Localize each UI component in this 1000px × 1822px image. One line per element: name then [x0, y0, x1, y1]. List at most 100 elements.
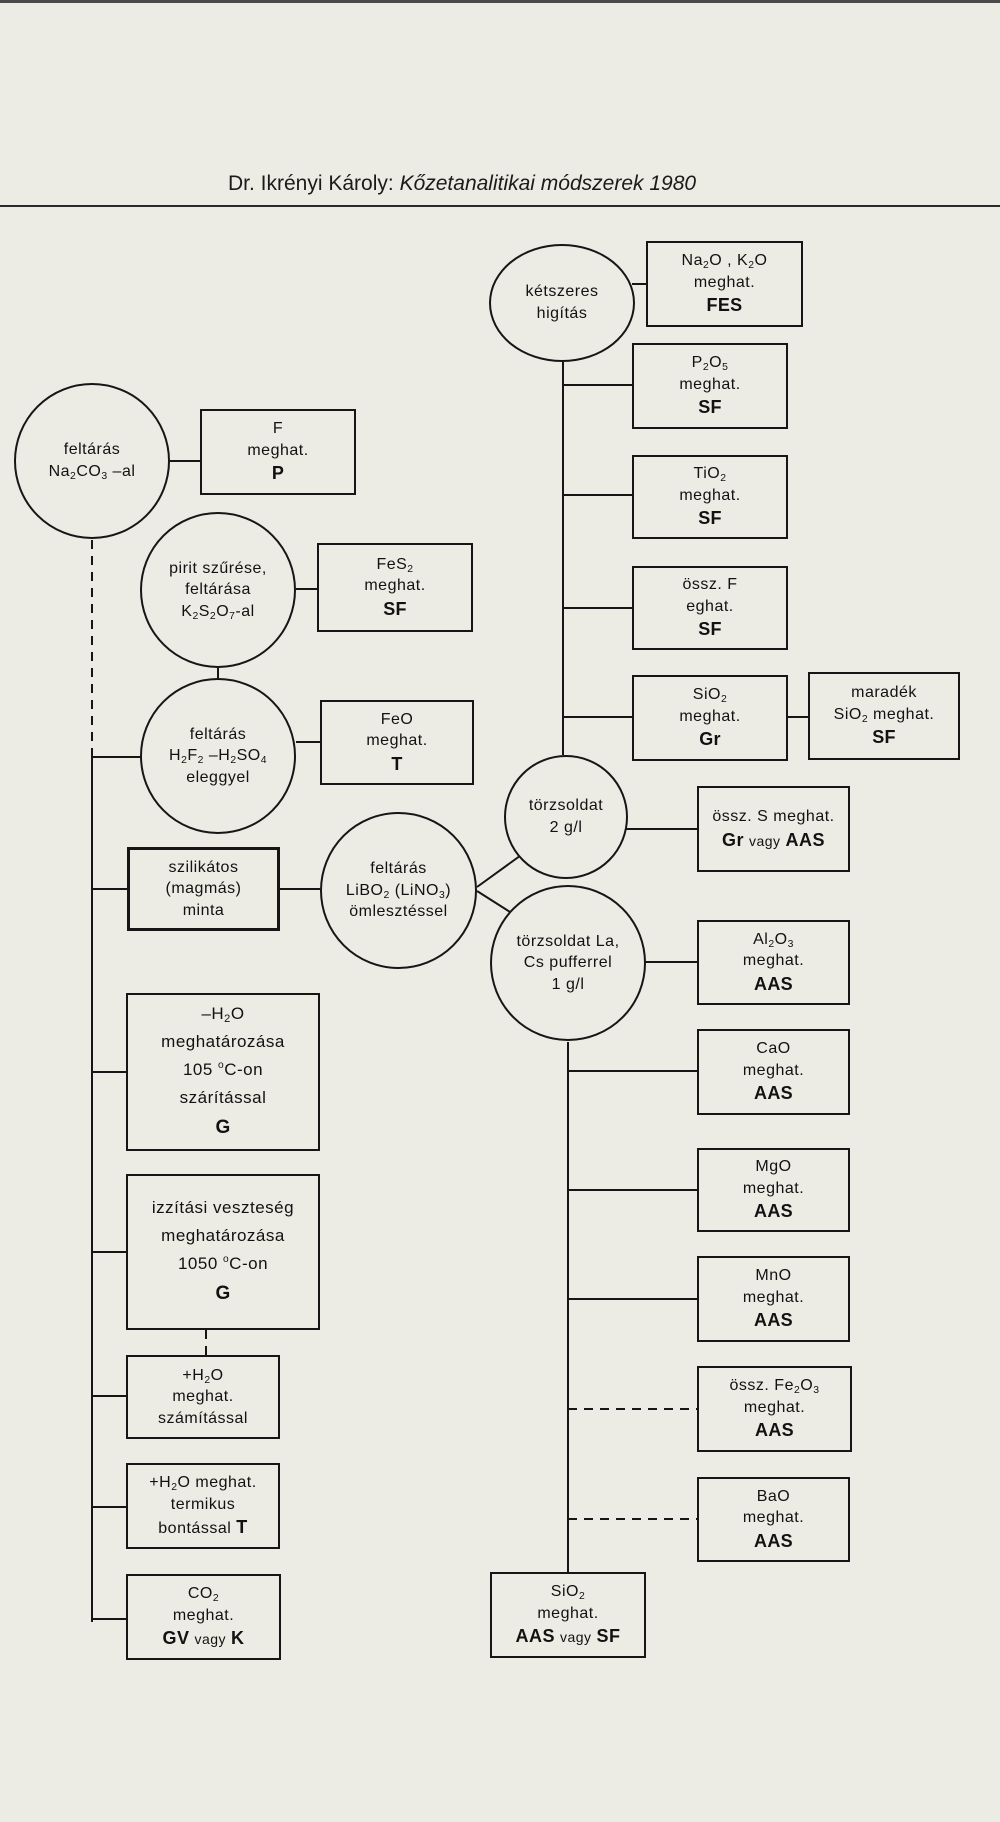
node-text-line: össz. Fe2O3 — [729, 1377, 820, 1397]
node-text-line: meghat. — [537, 1604, 599, 1622]
node-h2o-plus-termikus: +H2O meghat.termikus bontással T — [126, 1463, 280, 1549]
node-text-line: –H2O — [201, 1004, 245, 1026]
node-text-line: Na2O , K2O — [681, 252, 768, 272]
node-text-line: meghat. — [247, 441, 309, 459]
node-text-line: K2S2O7-al — [181, 602, 255, 622]
node-text-line: +H2O — [182, 1366, 224, 1386]
page-header: Dr. Ikrényi Károly: Kőzetanalitikai móds… — [228, 172, 788, 196]
node-text-line: meghat. — [679, 375, 741, 393]
node-text-line: 1 g/l — [551, 975, 585, 993]
method-label: Gr — [699, 729, 721, 750]
method-label: Gr vagy AAS — [721, 829, 825, 850]
node-text-line: törzsoldat — [528, 797, 604, 815]
method-label: G — [215, 1117, 231, 1139]
node-text-line: termikus — [170, 1495, 236, 1513]
node-text-line: eleggyel — [186, 768, 250, 786]
method-label: AAS — [754, 1083, 793, 1104]
edge-libo2-torzsoldat-la — [476, 890, 511, 913]
node-text-line: meghat. — [742, 1061, 805, 1079]
node-text-line: +H2O meghat. — [149, 1474, 257, 1494]
method-label: G — [215, 1283, 231, 1305]
node-text-line: minta — [182, 901, 225, 919]
node-feo-meghat: FeO meghat. T — [320, 700, 474, 785]
node-text-line: meghatározása — [161, 1032, 285, 1052]
method-label: AAS — [754, 973, 793, 994]
node-text-line: BaO — [756, 1487, 791, 1505]
node-text-line: (magmás) — [165, 880, 242, 898]
node-text-line: 105 oC-on — [182, 1060, 264, 1080]
method-label: SF — [698, 619, 722, 640]
node-text-line: törzsoldat La, — [516, 932, 620, 950]
node-text-line: meghat. — [742, 952, 805, 970]
method-label: SF — [698, 397, 722, 418]
method-label: T — [236, 1517, 248, 1538]
method-label: SF — [383, 598, 407, 619]
node-text-line: szilikátos — [168, 858, 239, 876]
node-text-line: meghat. — [172, 1606, 235, 1624]
node-text-line: H2F2 –H2SO4 — [169, 747, 267, 767]
method-label: SF — [698, 508, 722, 529]
node-text-line: SiO2 meghat. — [833, 705, 935, 725]
method-label: P — [271, 463, 285, 484]
node-text-line: meghat. — [742, 1288, 805, 1306]
node-text-line: Al2O3 — [753, 930, 794, 950]
node-text-line: CO2 — [187, 1585, 220, 1605]
node-text-line: MnO — [755, 1267, 792, 1285]
node-text-line: meghat. — [742, 1179, 805, 1197]
method-label: GV vagy K — [162, 1628, 245, 1649]
node-izzitasi-veszteseg: izzítási veszteség meghatározása 1050 oC-o… — [126, 1174, 320, 1330]
node-text-line: FeO — [380, 710, 414, 728]
node-text-line: Cs pufferrel — [523, 954, 613, 972]
method-label: T — [391, 753, 403, 774]
node-text-line: meghat. — [172, 1388, 234, 1406]
node-text-line: SiO2 — [550, 1583, 586, 1603]
node-text-line: eghat. — [686, 597, 734, 615]
node-text-line: izzítási veszteség — [151, 1198, 295, 1218]
node-text-line: össz. S meghat. — [712, 807, 835, 825]
node-ossz-s-meghat: össz. S meghat. Gr vagy AAS — [697, 786, 850, 872]
node-text-line: meghat. — [366, 732, 428, 750]
node-text-line: F — [272, 420, 284, 438]
method-label: FES — [706, 295, 743, 316]
node-text-line: meghat. — [679, 707, 741, 725]
method-label: AAS — [754, 1530, 793, 1551]
header-author: Dr. Ikrényi Károly: — [228, 172, 394, 195]
node-torzsoldat-2gl: törzsoldat 2 g/l — [504, 755, 628, 879]
node-text-line: P2O5 — [691, 354, 729, 374]
node-torzsoldat-la-cs: törzsoldat La, Cs pufferrel 1 g/l — [490, 885, 646, 1041]
node-text-line: meghatározása — [161, 1226, 285, 1246]
node-szilikatos-minta: szilikátos (magmás) minta — [127, 847, 280, 931]
method-label: AAS — [754, 1310, 793, 1331]
node-text-line: feltárása — [185, 581, 251, 599]
top-border-rule — [0, 0, 1000, 3]
node-text-line: 1050 oC-on — [177, 1254, 269, 1274]
method-label: AAS vagy SF — [515, 1626, 621, 1647]
node-text-line: meghat. — [679, 486, 741, 504]
node-text-line: Na2CO3 –al — [48, 463, 136, 482]
node-text-line-with-method: bontással T — [158, 1517, 248, 1538]
header-rule — [0, 205, 1000, 207]
node-text-line: ömlesztéssel — [349, 903, 448, 921]
node-text-line: feltárás — [63, 441, 121, 459]
node-text-line: LiBO2 (LiNO3) — [345, 881, 452, 901]
node-text-line: össz. F — [682, 576, 738, 594]
node-ossz-f-meghat: össz. F eghat. SF — [632, 566, 788, 650]
node-text-line: 2 g/l — [549, 819, 583, 836]
